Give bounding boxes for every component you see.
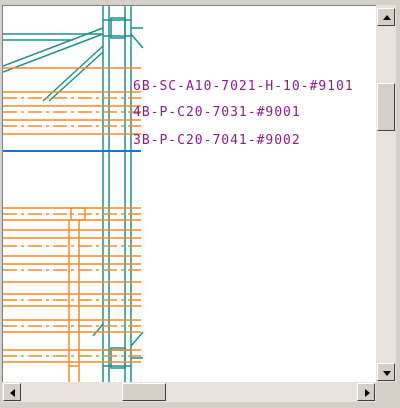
scroll-down-button[interactable]: [377, 363, 395, 381]
piping-drawing: [3, 6, 144, 383]
scroll-up-button[interactable]: [377, 8, 395, 26]
drawing-canvas[interactable]: 6B-SC-A10-7021-H-10-#9101 4B-P-C20-7031-…: [2, 5, 377, 383]
arrow-right-icon: [365, 389, 370, 397]
horizontal-scroll-thumb[interactable]: [122, 383, 166, 401]
scroll-left-button[interactable]: [3, 383, 21, 401]
steel-structure: [3, 6, 144, 383]
arrow-down-icon: [383, 371, 391, 376]
pipe-label-3b: 3B-P-C20-7041-#9002: [133, 133, 301, 148]
pipe-label-6b: 6B-SC-A10-7021-H-10-#9101: [133, 79, 354, 94]
horizontal-scrollbar[interactable]: [2, 382, 376, 402]
arrow-up-icon: [383, 15, 391, 20]
scrollbar-corner: [376, 382, 396, 402]
orange-pipes-upper: [3, 67, 141, 135]
pipe-label-4b: 4B-P-C20-7031-#9001: [133, 105, 301, 120]
vertical-scrollbar[interactable]: [376, 5, 396, 382]
orange-pipes-lower: [3, 207, 141, 383]
vertical-scroll-thumb[interactable]: [377, 83, 395, 131]
arrow-left-icon: [10, 389, 15, 397]
scroll-right-button[interactable]: [357, 383, 375, 401]
